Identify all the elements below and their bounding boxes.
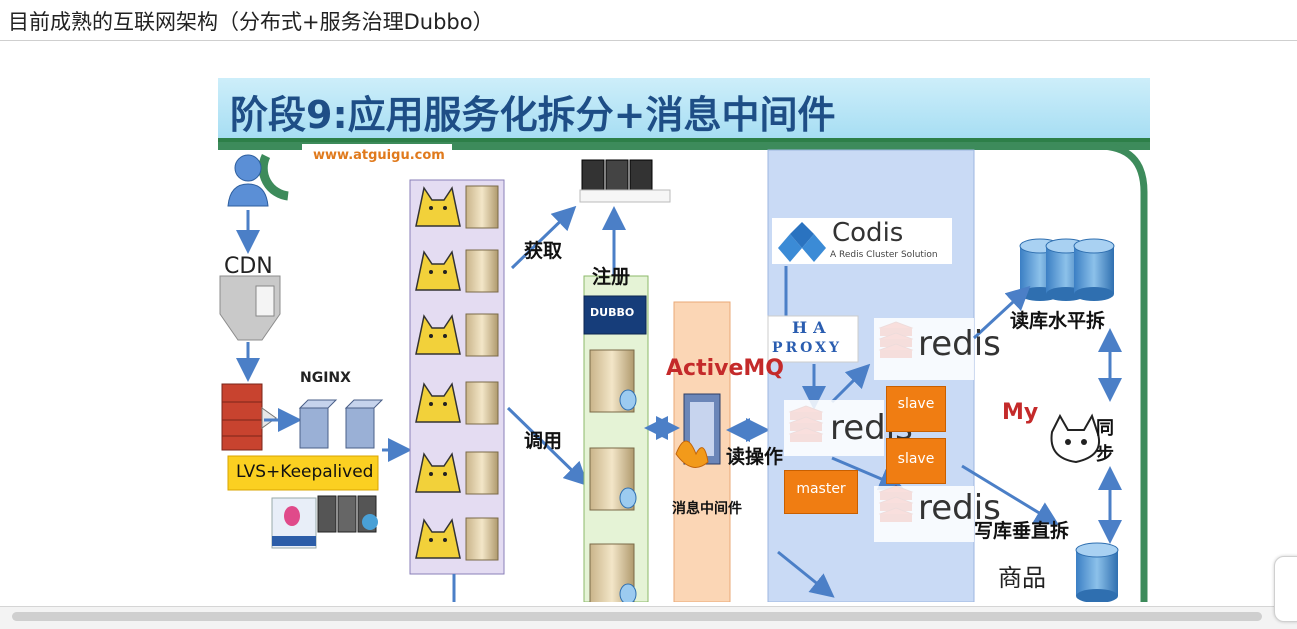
tomcat-server-icon xyxy=(415,517,499,561)
redis-slave2-panel xyxy=(874,486,974,542)
call-arrow xyxy=(506,406,589,487)
keepalived-logo-icon xyxy=(271,497,317,549)
user-icon xyxy=(227,154,269,207)
master-box: master xyxy=(784,470,858,514)
get-label: 获取 xyxy=(524,240,563,262)
cdn-label: CDN xyxy=(224,254,273,279)
codis-logo-icon xyxy=(778,222,826,262)
page-title: 目前成熟的互联网架构（分布式+服务治理Dubbo） xyxy=(8,10,494,34)
sync-label-1: 同 xyxy=(1096,418,1114,439)
architecture-diagram xyxy=(218,142,1148,602)
redis-label-slave1: redis xyxy=(918,324,1001,364)
redis-to-writedb-arrow xyxy=(961,464,1060,526)
tomcat-server-icon xyxy=(415,313,499,357)
side-panel-handle[interactable] xyxy=(1274,556,1297,622)
slave-box-1: slave xyxy=(886,386,946,432)
tomcat-server-icon xyxy=(415,185,499,229)
lvs-label: LVS+Keepalived xyxy=(236,462,374,482)
dubbo-logo xyxy=(583,295,647,335)
tomcat-server-icon xyxy=(415,451,499,495)
cdn-icon xyxy=(219,275,281,341)
haproxy-label-bottom: PROXY xyxy=(772,340,842,356)
read-db-cluster xyxy=(1019,238,1115,301)
tomcat-server-icon xyxy=(415,249,499,293)
title-divider xyxy=(0,40,1297,41)
service-server-icon xyxy=(589,349,637,413)
cache-down-arrow xyxy=(777,550,835,598)
redis-master-panel xyxy=(784,400,884,456)
slide: 阶段9:应用服务化拆分+消息中间件 xyxy=(218,78,1150,602)
lvs-box xyxy=(227,455,379,491)
keepalived-servers-icon xyxy=(317,495,378,533)
tomcat-list xyxy=(415,185,499,561)
haproxy-label-top: HA xyxy=(792,318,832,337)
write-split-label: 写库垂直拆 xyxy=(974,520,1070,542)
slave-box-2: slave xyxy=(886,438,946,484)
tomcat-server-icon xyxy=(415,381,499,425)
service-list xyxy=(589,349,637,602)
activemq-label: ActiveMQ xyxy=(666,356,784,381)
haproxy-box xyxy=(767,315,859,363)
codis-label: Codis xyxy=(832,218,904,248)
mycat-my-label: My xyxy=(1002,400,1039,425)
goods-label: 商品 xyxy=(998,564,1046,592)
service-server-icon xyxy=(589,447,637,511)
atguigu-logo xyxy=(258,144,452,201)
codis-subtitle: A Redis Cluster Solution xyxy=(830,250,938,260)
goods-db-icon xyxy=(1075,542,1119,602)
scrollbar-thumb[interactable] xyxy=(12,612,1262,621)
sync-label-2: 步 xyxy=(1096,444,1114,465)
tomcat-cluster-column xyxy=(409,179,505,575)
redis-label-slave2: redis xyxy=(918,488,1001,528)
master-to-slave1-arrow xyxy=(830,363,871,404)
nginx-label: NGINX xyxy=(300,370,351,386)
activemq-server-icon xyxy=(675,393,721,468)
mq-middleware-label: 消息中间件 xyxy=(672,501,742,517)
mycat-icon xyxy=(1050,413,1100,464)
slide-header: 阶段9:应用服务化拆分+消息中间件 xyxy=(218,78,1150,142)
register-label: 注册 xyxy=(592,266,631,288)
firewall-icon xyxy=(221,383,277,451)
call-label: 调用 xyxy=(524,430,563,452)
db-cylinder-icon xyxy=(1073,238,1115,301)
redis-slave1-panel xyxy=(874,318,974,380)
slide-title: 阶段9:应用服务化拆分+消息中间件 xyxy=(230,93,836,137)
read-operation-label: 读操作 xyxy=(726,446,784,468)
dubbo-label: DUBBO xyxy=(590,306,635,319)
service-server-icon xyxy=(589,543,637,602)
logo-url: www.atguigu.com xyxy=(313,148,445,163)
slide-frame xyxy=(218,142,1148,602)
read-split-label: 读库水平拆 xyxy=(1010,310,1106,332)
registry-servers-icon xyxy=(579,159,671,203)
redis-to-readdb-arrow xyxy=(972,285,1031,340)
get-arrow xyxy=(510,205,577,270)
nginx-server-icon xyxy=(298,399,384,449)
